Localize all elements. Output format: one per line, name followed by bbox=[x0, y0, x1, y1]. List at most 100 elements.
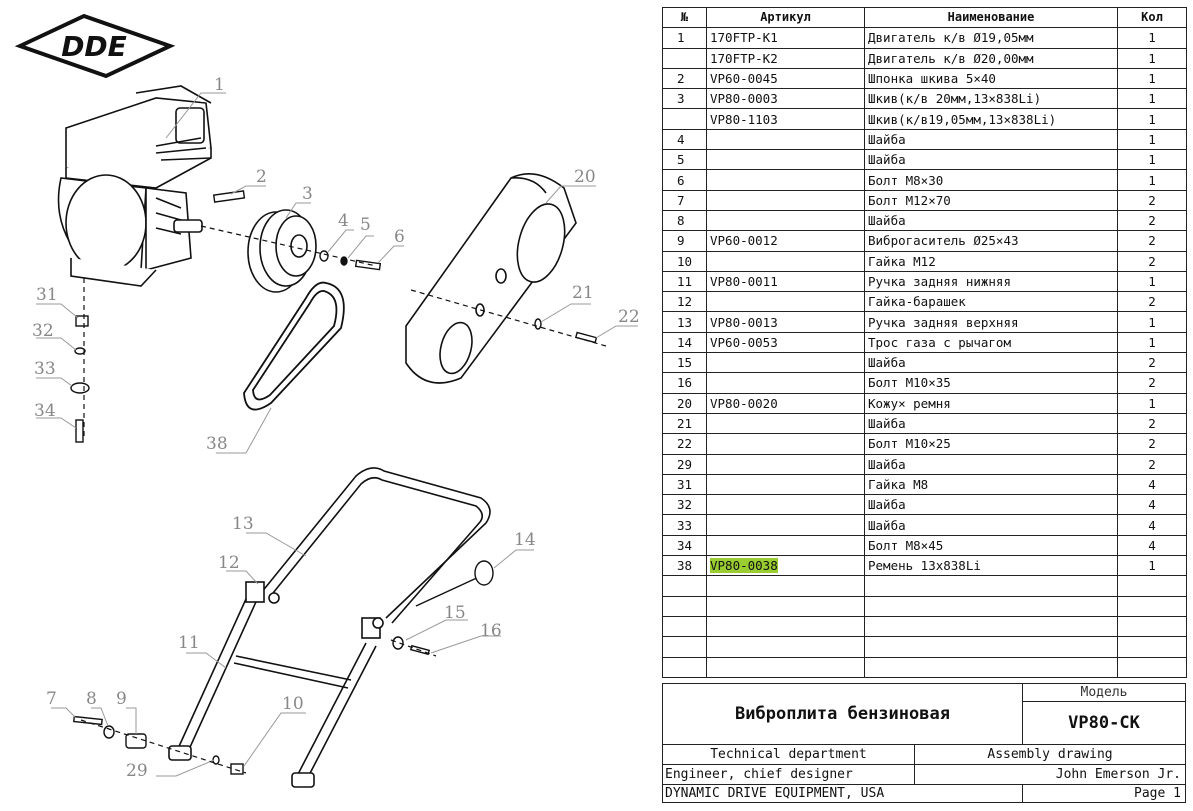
row-no: 32 bbox=[662, 494, 707, 516]
row-qty-text: 1 bbox=[1148, 152, 1156, 168]
callout-6: 6 bbox=[394, 227, 405, 247]
pulley-drawing bbox=[247, 209, 317, 293]
row-no-text: 3 bbox=[677, 91, 685, 107]
row-no-text: 31 bbox=[677, 476, 693, 492]
callout-1: 1 bbox=[214, 75, 225, 95]
company: DYNAMIC DRIVE EQUIPMENT, USA bbox=[663, 784, 1023, 802]
row-article-text: VP80-0038 bbox=[710, 558, 778, 574]
row-no-text: 34 bbox=[677, 537, 693, 553]
row-article bbox=[706, 636, 865, 658]
row-qty-text: 4 bbox=[1148, 537, 1156, 553]
row-no: 29 bbox=[662, 453, 707, 475]
row-qty-text: 1 bbox=[1148, 111, 1156, 127]
row-name: Ручка задняя верхняя bbox=[864, 311, 1118, 333]
row-article bbox=[706, 250, 865, 272]
row-name: Трос газа с рычагом bbox=[864, 331, 1118, 354]
row-qty-text: 2 bbox=[1148, 192, 1156, 208]
row-no: 15 bbox=[662, 352, 707, 374]
row-qty: 4 bbox=[1117, 473, 1187, 496]
row-name-text: Болт M10×35 bbox=[868, 375, 951, 391]
row-name-text: Виброгаситель Ø25×43 bbox=[868, 233, 1019, 249]
row-qty-text: 4 bbox=[1148, 517, 1156, 533]
row-name bbox=[864, 636, 1118, 658]
row-article: VP80-0038 bbox=[706, 555, 865, 577]
row-article bbox=[706, 372, 865, 394]
row-qty-text: 2 bbox=[1148, 233, 1156, 249]
row-name: Шайба bbox=[864, 453, 1118, 475]
row-article: VP80-0011 bbox=[706, 270, 865, 293]
row-qty-text: 1 bbox=[1148, 91, 1156, 107]
row-name-text: Шкив(к/в 20мм,13×838Li) bbox=[868, 91, 1042, 107]
row-no bbox=[662, 108, 707, 130]
row-qty-text: 2 bbox=[1148, 253, 1156, 269]
row-name: Гайка-барашек bbox=[864, 291, 1118, 313]
row-no: 9 bbox=[662, 230, 707, 252]
row-no: 10 bbox=[662, 250, 707, 272]
assembly-drawing: DDE bbox=[14, 13, 640, 788]
row-name-text: Шкив(к/в19,05мм,13×838Li) bbox=[868, 111, 1057, 127]
row-qty: 2 bbox=[1117, 291, 1187, 313]
row-qty-text: 1 bbox=[1148, 30, 1156, 46]
row-name-text: Шайба bbox=[868, 497, 906, 513]
row-name: Шайба bbox=[864, 128, 1118, 151]
row-no-text: 11 bbox=[677, 274, 693, 289]
callout-20: 20 bbox=[574, 167, 596, 187]
row-no-text: 10 bbox=[677, 253, 693, 269]
row-no-text: 16 bbox=[677, 375, 693, 391]
fasteners-7-16 bbox=[72, 636, 431, 775]
row-qty: 1 bbox=[1117, 270, 1187, 293]
row-name: Шпонка шкива 5×40 bbox=[864, 67, 1118, 90]
header-article: Артикул bbox=[706, 6, 865, 29]
role: Engineer, chief designer bbox=[663, 764, 915, 784]
engine-drawing bbox=[57, 85, 212, 287]
row-qty: 4 bbox=[1117, 534, 1187, 557]
callout-8: 8 bbox=[86, 689, 97, 709]
row-article bbox=[706, 453, 865, 475]
row-no-text: 29 bbox=[677, 456, 693, 472]
department: Technical department bbox=[663, 744, 915, 764]
row-article bbox=[706, 128, 865, 151]
table-row bbox=[662, 615, 1187, 638]
row-no: 34 bbox=[662, 534, 707, 557]
row-no-text: 15 bbox=[677, 355, 693, 371]
callout-numbers: 1 2 3 4 5 6 20 21 22 31 32 33 34 38 13 1… bbox=[32, 75, 640, 781]
row-name: Шкив(к/в19,05мм,13×838Li) bbox=[864, 108, 1118, 130]
callout-16: 16 bbox=[480, 621, 502, 641]
row-name: Болт M8×45 bbox=[864, 534, 1118, 557]
row-qty-text: 1 bbox=[1148, 172, 1156, 188]
row-article bbox=[706, 473, 865, 496]
row-no bbox=[662, 656, 707, 678]
row-qty: 2 bbox=[1117, 433, 1187, 455]
row-qty-text: 1 bbox=[1148, 71, 1156, 87]
row-name: Двигатель к/в Ø19,05мм bbox=[864, 27, 1118, 49]
row-no: 33 bbox=[662, 514, 707, 536]
row-name: Болт M10×35 bbox=[864, 372, 1118, 394]
callout-11: 11 bbox=[178, 633, 200, 653]
header-no: № bbox=[662, 6, 707, 29]
row-qty: 2 bbox=[1117, 453, 1187, 475]
row-article-text: VP80-0003 bbox=[710, 91, 778, 107]
table-row: 3 VP80-0003 Шкив(к/в 20мм,13×838Li) 1 bbox=[662, 88, 1187, 110]
row-name-text: Трос газа с рычагом bbox=[868, 334, 1011, 350]
row-article bbox=[706, 615, 865, 638]
row-no-text: 38 bbox=[677, 558, 693, 574]
row-article bbox=[706, 412, 865, 435]
row-name-text: Двигатель к/в Ø19,05мм bbox=[868, 30, 1034, 46]
row-no: 12 bbox=[662, 291, 707, 313]
row-article bbox=[706, 149, 865, 171]
row-article: VP80-0020 bbox=[706, 392, 865, 414]
row-name: Виброгаситель Ø25×43 bbox=[864, 230, 1118, 252]
row-name: Шайба bbox=[864, 149, 1118, 171]
row-name: Шайба bbox=[864, 494, 1118, 516]
row-qty-text: 1 bbox=[1148, 395, 1156, 411]
table-row bbox=[662, 595, 1187, 617]
product-name: Виброплита бензиновая bbox=[663, 684, 1023, 744]
row-no bbox=[662, 615, 707, 638]
row-article bbox=[706, 656, 865, 678]
